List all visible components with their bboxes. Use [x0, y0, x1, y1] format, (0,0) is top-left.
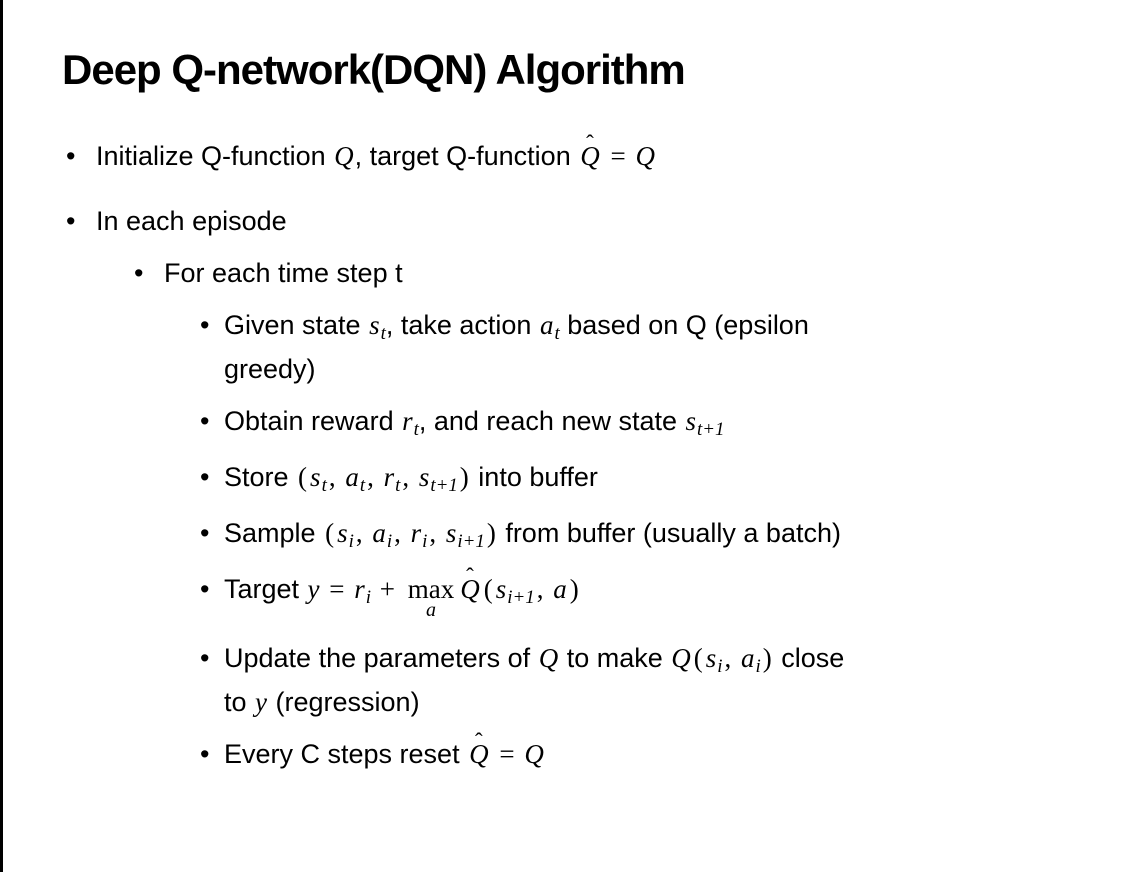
- bullet-icon: [66, 201, 96, 241]
- bullet-icon: [200, 513, 224, 553]
- bullet-icon: [200, 569, 224, 609]
- bullet-text: Sample (si, ai, ri, si+1) from buffer (u…: [224, 518, 841, 553]
- slide-title: Deep Q-network(DQN) Algorithm: [62, 46, 686, 93]
- bullet-icon: [200, 734, 224, 774]
- bullet-icon: [200, 457, 224, 497]
- bullet-icon: [66, 136, 96, 176]
- bullet-item: Initialize Q-function Q, target Q-functi…: [66, 131, 1104, 176]
- bullet-item: Given state st, take action at based on …: [200, 305, 1104, 389]
- bullet-item: Obtain reward rt, and reach new state st…: [200, 401, 1104, 445]
- bullet-item: Update the parameters of Q to make Q(si,…: [200, 638, 1104, 722]
- bullet-text: Initialize Q-function Q, target Q-functi…: [96, 131, 655, 172]
- bullet-icon: [200, 305, 224, 345]
- bullet-text: Given state st, take action at based on …: [224, 310, 809, 385]
- bullet-item: Store (st, at, rt, st+1) into buffer: [200, 457, 1104, 501]
- bullet-text: Update the parameters of Q to make Q(si,…: [224, 643, 845, 718]
- bullet-text: Store (st, at, rt, st+1) into buffer: [224, 462, 598, 497]
- bullet-text: In each episode: [96, 206, 287, 237]
- bullet-text: For each time step t: [164, 258, 403, 289]
- bullet-icon: [200, 401, 224, 441]
- bullet-item: Sample (si, ai, ri, si+1) from buffer (u…: [200, 513, 1104, 557]
- bullet-text: Obtain reward rt, and reach new state st…: [224, 406, 725, 441]
- bullet-icon: [200, 638, 224, 678]
- bullet-icon: [134, 253, 164, 293]
- bullet-item: In each episode: [66, 201, 1104, 241]
- bullet-item: For each time step t: [134, 253, 1104, 293]
- bullet-item: Every C steps reset ˆQ = Q: [200, 729, 1104, 774]
- slide-border: [0, 0, 3, 872]
